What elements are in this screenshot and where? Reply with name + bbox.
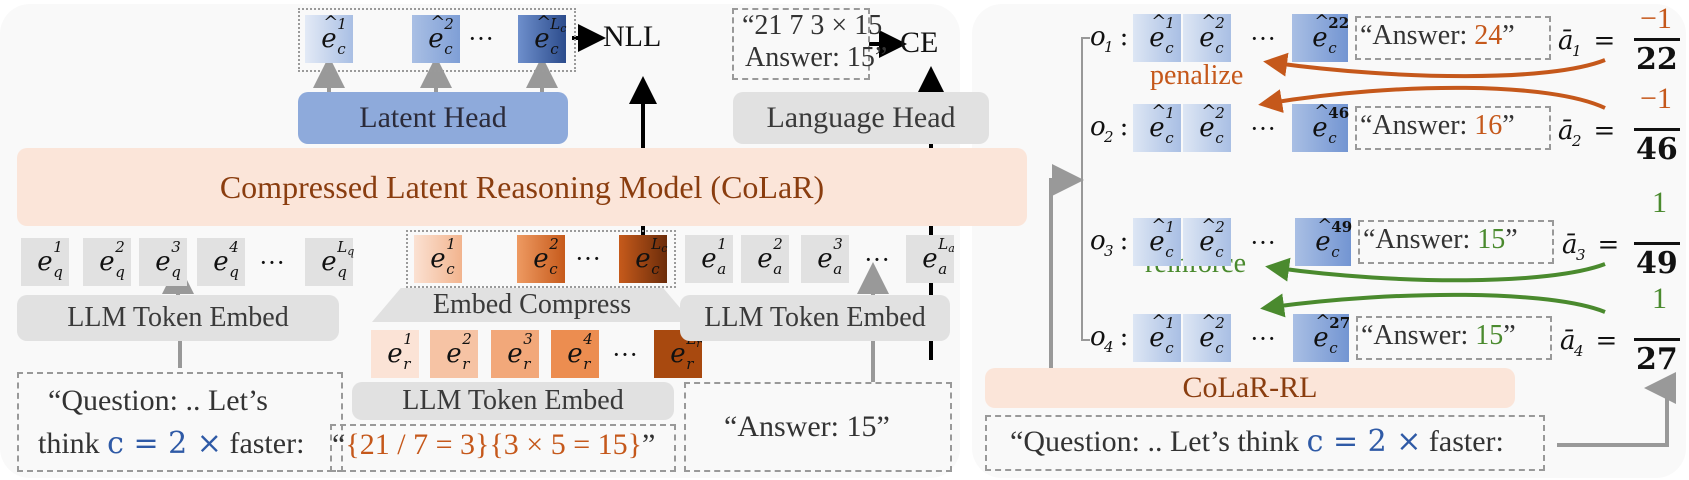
advantage-numerator: −1	[1640, 2, 1672, 35]
embed-compress: Embed Compress	[372, 288, 692, 322]
rl-loop-right	[1557, 372, 1676, 447]
advantage-denominator: 22	[1636, 42, 1678, 77]
rl-answer-box	[1358, 220, 1554, 264]
ellipsis: ···	[1250, 324, 1276, 353]
target-text-line2: Answer: 15”	[745, 42, 888, 73]
reinforce-arrow-1	[1265, 257, 1606, 283]
rl-answer: “Answer: 16”	[1360, 110, 1515, 141]
target-text-line1: “21 7 3 × 15	[742, 10, 883, 41]
rl-question-text: “Question: .. Let’s think c = 2 × faster…	[1010, 424, 1504, 459]
fraction-bar	[1634, 338, 1680, 341]
ellipsis: ···	[259, 248, 285, 277]
advantage-denominator: 27	[1636, 342, 1678, 377]
advantage-denominator: 46	[1636, 132, 1678, 167]
rl-answer: “Answer: 15”	[1363, 224, 1518, 255]
language-head: Language Head	[733, 92, 989, 144]
answer-text: “Answer: 15”	[724, 410, 890, 443]
penalize-arrow-2	[1258, 85, 1606, 113]
question-line1: “Question: .. Let’s	[48, 384, 268, 417]
latent-head: Latent Head	[298, 92, 568, 144]
advantage-numerator: −1	[1640, 82, 1672, 115]
penalize-label: penalize	[1150, 60, 1244, 91]
rl-answer-box	[1355, 16, 1551, 60]
rl-question-box	[985, 415, 1545, 471]
ce-loss-label: CE	[900, 26, 939, 59]
reinforce-arrow-2	[1260, 292, 1606, 318]
penalize-arrow-1	[1263, 52, 1606, 79]
colar-model: Compressed Latent Reasoning Model (CoLaR…	[17, 148, 1027, 226]
rl-answer: “Answer: 24”	[1360, 20, 1515, 51]
latent-output-group	[298, 8, 576, 72]
advantage-numerator: 1	[1652, 282, 1667, 315]
rl-loop-left	[1049, 164, 1084, 385]
ellipsis: ···	[1250, 114, 1276, 143]
advantage-numerator: 1	[1652, 186, 1667, 219]
nll-loss-label: NLL	[603, 20, 662, 53]
question-line2: think c = 2 × faster:	[38, 426, 305, 461]
reasoning-text: “{21 / 7 = 3}{3 × 5 = 15}”	[332, 428, 656, 461]
colar-rl: CoLaR-RL	[985, 368, 1515, 408]
llm-token-embed-question: LLM Token Embed	[17, 295, 339, 341]
reasoning-text-box	[330, 424, 676, 472]
fraction-bar	[1634, 128, 1680, 131]
ellipsis: ···	[468, 24, 494, 53]
advantage-denominator: 49	[1636, 246, 1678, 281]
rl-answer-box	[1355, 106, 1551, 150]
compressed-token-group	[406, 230, 676, 288]
llm-token-embed-answer: LLM Token Embed	[680, 295, 950, 341]
question-text-box	[17, 372, 343, 472]
rl-answer-box	[1356, 316, 1552, 360]
target-text-box	[732, 8, 870, 80]
ellipsis: ···	[864, 245, 890, 274]
fraction-bar	[1634, 38, 1680, 41]
rl-bracket	[1081, 37, 1090, 341]
llm-token-embed-reasoning: LLM Token Embed	[352, 382, 674, 420]
ellipsis: ···	[612, 340, 638, 369]
answer-text-box	[684, 382, 952, 472]
rl-answer: “Answer: 15”	[1361, 320, 1516, 351]
ellipsis: ···	[1250, 228, 1276, 257]
ellipsis: ···	[1250, 24, 1276, 53]
fraction-bar	[1634, 242, 1680, 245]
ellipsis: ···	[575, 244, 601, 273]
